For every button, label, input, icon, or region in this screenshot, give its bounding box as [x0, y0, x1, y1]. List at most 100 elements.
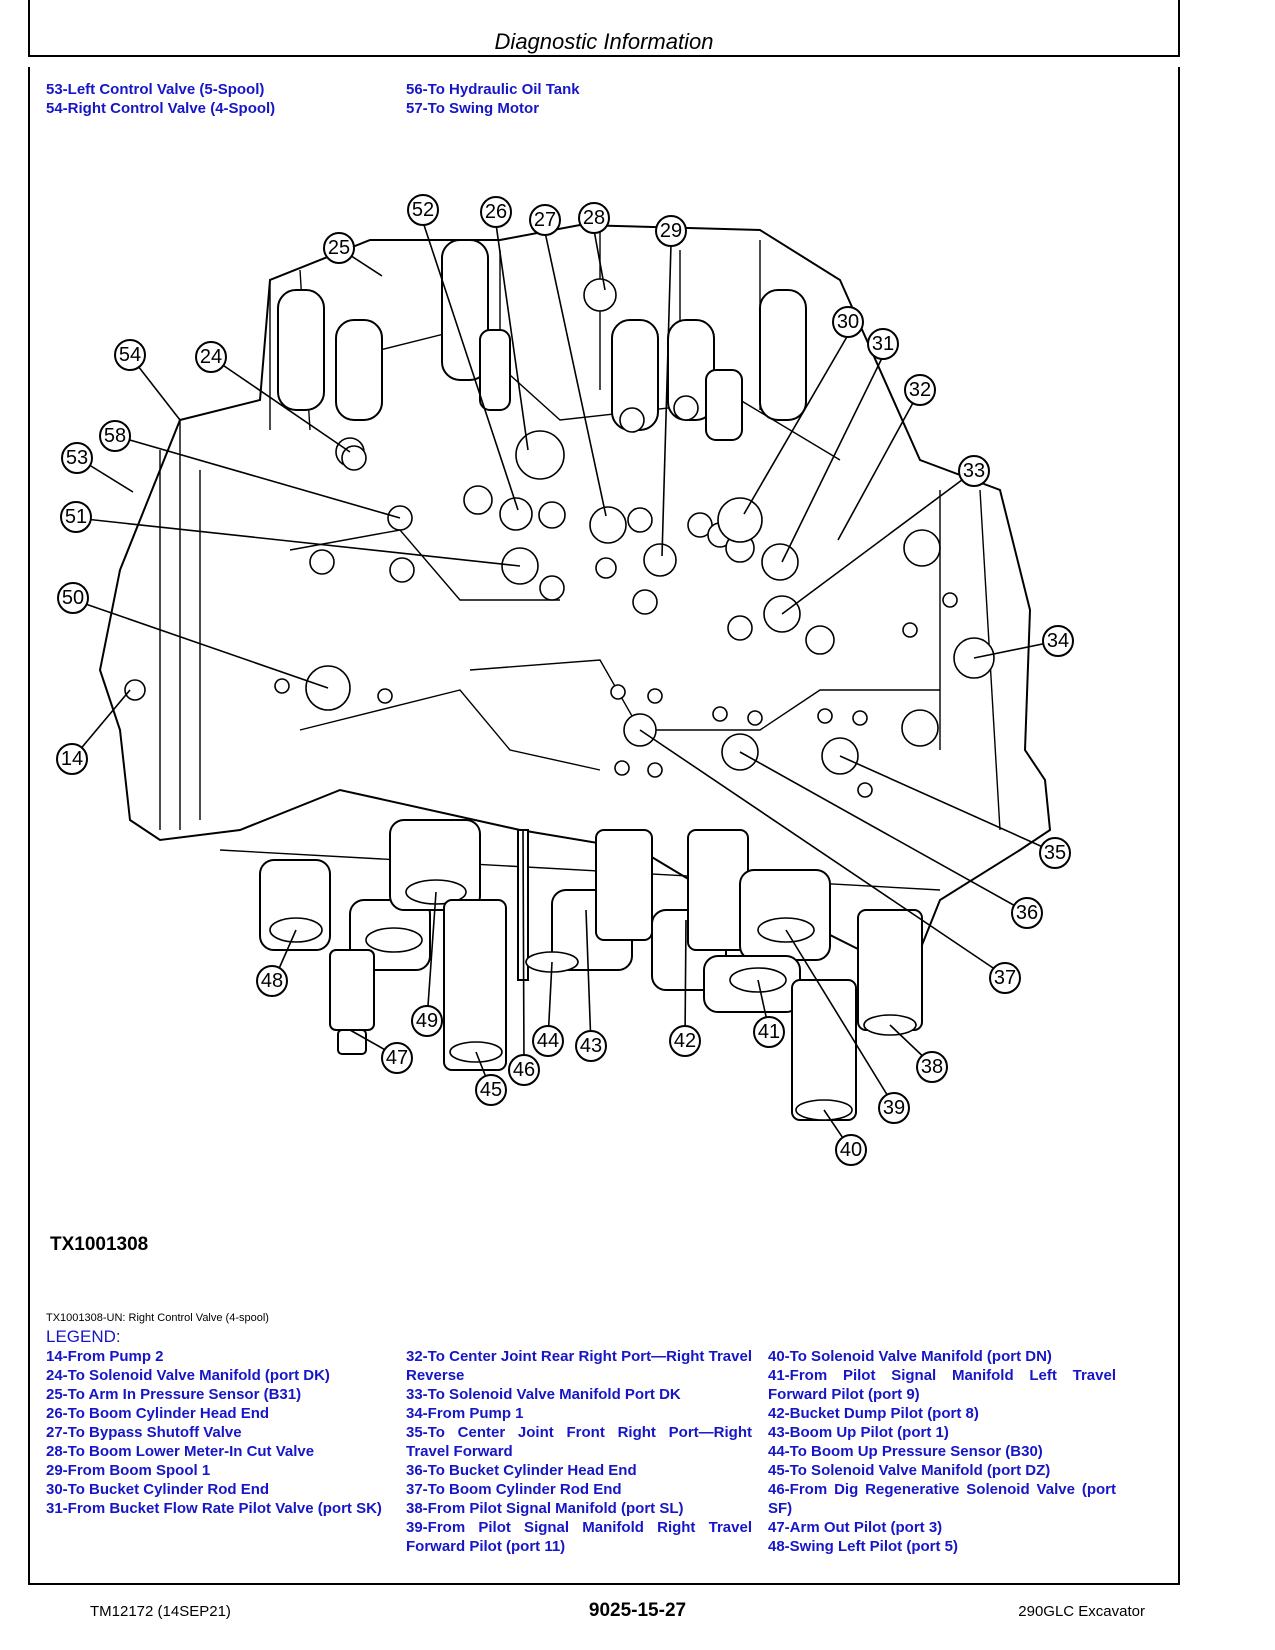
legend-item: 54-Right Control Valve (4-Spool): [46, 100, 276, 117]
legend-item: 40-To Solenoid Valve Manifold (port DN): [768, 1348, 1052, 1365]
callout-36: 36: [1011, 897, 1043, 929]
legend-item: 48-Swing Left Pilot (port 5): [768, 1538, 958, 1555]
svg-text:35: 35: [1044, 842, 1066, 864]
callout-29: 29: [655, 215, 687, 247]
svg-text:54: 54: [119, 344, 141, 366]
svg-text:28: 28: [583, 207, 605, 229]
legend-item: 31-From Bucket Flow Rate Pilot Valve (po…: [46, 1500, 382, 1517]
svg-text:30: 30: [837, 311, 859, 333]
svg-text:39: 39: [883, 1097, 905, 1119]
svg-text:27: 27: [534, 209, 556, 231]
svg-text:14: 14: [61, 748, 83, 770]
callout-32: 32: [904, 374, 936, 406]
legend-item: 25-To Arm In Pressure Sensor (B31): [46, 1386, 302, 1403]
legend-item: 56-To Hydraulic Oil Tank: [406, 81, 580, 98]
svg-text:51: 51: [65, 506, 87, 528]
footer-manual-id: TM12172 (14SEP21): [90, 1603, 231, 1620]
svg-text:41: 41: [758, 1021, 780, 1043]
legend-item: 27-To Bypass Shutoff Valve: [46, 1424, 242, 1441]
legend-item: 41-From Pilot Signal Manifold Left Trave…: [768, 1367, 1116, 1403]
footer-rule: [28, 1583, 1180, 1585]
legend-item: 35-To Center Joint Front Right Port—Righ…: [406, 1424, 752, 1460]
callout-51: 51: [60, 501, 92, 533]
callout-50: 50: [57, 582, 89, 614]
legend-item: 38-From Pilot Signal Manifold (port SL): [406, 1500, 684, 1517]
svg-text:49: 49: [416, 1010, 438, 1032]
svg-text:44: 44: [537, 1030, 559, 1052]
svg-text:43: 43: [580, 1035, 602, 1057]
svg-text:31: 31: [872, 333, 894, 355]
callout-52: 52: [407, 194, 439, 226]
svg-text:40: 40: [840, 1139, 862, 1161]
svg-text:48: 48: [261, 970, 283, 992]
svg-text:38: 38: [921, 1056, 943, 1078]
legend-col1: 14-From Pump 2 24-To Solenoid Valve Mani…: [46, 1347, 392, 1518]
footer-model: 290GLC Excavator: [1018, 1603, 1145, 1620]
legend-col3: 40-To Solenoid Valve Manifold (port DN) …: [768, 1347, 1116, 1556]
legend-item: 46-From Dig Regenerative Solenoid Valve …: [768, 1481, 1116, 1517]
callout-14: 14: [56, 743, 88, 775]
legend-item: 37-To Boom Cylinder Rod End: [406, 1481, 622, 1498]
legend-item: 28-To Boom Lower Meter-In Cut Valve: [46, 1443, 315, 1460]
svg-text:33: 33: [963, 460, 985, 482]
callout-26: 26: [480, 196, 512, 228]
svg-text:29: 29: [660, 220, 682, 242]
callout-31: 31: [867, 328, 899, 360]
svg-text:26: 26: [485, 201, 507, 223]
callout-42: 42: [669, 1025, 701, 1057]
legend-item: 24-To Solenoid Valve Manifold (port DK): [46, 1367, 330, 1384]
callout-46: 46: [508, 1054, 540, 1086]
figure-caption: TX1001308-UN: Right Control Valve (4-spo…: [46, 1312, 269, 1324]
content-frame: [28, 67, 1180, 1584]
callout-25: 25: [323, 232, 355, 264]
svg-text:50: 50: [62, 587, 84, 609]
svg-text:34: 34: [1047, 630, 1069, 652]
callout-38: 38: [916, 1051, 948, 1083]
callout-33: 33: [958, 455, 990, 487]
svg-text:53: 53: [66, 447, 88, 469]
svg-text:42: 42: [674, 1030, 696, 1052]
callout-53: 53: [61, 442, 93, 474]
callout-41: 41: [753, 1016, 785, 1048]
valve-body-drawing: [98, 223, 1052, 951]
legend-item: 44-To Boom Up Pressure Sensor (B30): [768, 1443, 1043, 1460]
callout-48: 48: [256, 965, 288, 997]
top-legend-col1: 53-Left Control Valve (5-Spool) 54-Right…: [46, 80, 275, 118]
callout-24: 24: [195, 341, 227, 373]
legend-item: 26-To Boom Cylinder Head End: [46, 1405, 270, 1422]
callout-35: 35: [1039, 837, 1071, 869]
legend-item: 57-To Swing Motor: [406, 100, 540, 117]
svg-text:52: 52: [412, 199, 434, 221]
legend-item: 36-To Bucket Cylinder Head End: [406, 1462, 637, 1479]
svg-text:46: 46: [513, 1059, 535, 1081]
page-title: Diagnostic Information: [494, 29, 714, 54]
callout-39: 39: [878, 1092, 910, 1124]
callout-49: 49: [411, 1005, 443, 1037]
callout-54: 54: [114, 339, 146, 371]
legend-item: 33-To Solenoid Valve Manifold Port DK: [406, 1386, 681, 1403]
legend-item: 14-From Pump 2: [46, 1348, 164, 1365]
fittings-cluster: [309, 395, 941, 655]
legend-item: 30-To Bucket Cylinder Rod End: [46, 1481, 270, 1498]
callout-58: 58: [99, 420, 131, 452]
svg-text:25: 25: [328, 237, 350, 259]
legend-item: 39-From Pilot Signal Manifold Right Trav…: [406, 1519, 752, 1555]
header-frame: Diagnostic Information: [28, 0, 1180, 57]
legend-item: 32-To Center Joint Rear Right Port—Right…: [406, 1348, 752, 1384]
callout-27: 27: [529, 204, 561, 236]
top-legend-col2: 56-To Hydraulic Oil Tank 57-To Swing Mot…: [406, 80, 580, 118]
control-valve-illustration: 25 52 26 27 28 29 30 31 32 33 34 35 36 3…: [56, 194, 1074, 1166]
callout-28: 28: [578, 202, 610, 234]
figure-id: TX1001308: [50, 1234, 149, 1255]
leader-lines: [72, 221, 1058, 1151]
svg-text:37: 37: [994, 967, 1016, 989]
legend-item: 53-Left Control Valve (5-Spool): [46, 81, 265, 98]
legend-item: 47-Arm Out Pilot (port 3): [768, 1519, 943, 1536]
callout-34: 34: [1042, 625, 1074, 657]
callout-37: 37: [989, 962, 1021, 994]
legend-heading: LEGEND:: [46, 1327, 121, 1346]
callout-30: 30: [832, 306, 864, 338]
svg-text:32: 32: [909, 379, 931, 401]
legend-item: 34-From Pump 1: [406, 1405, 524, 1422]
svg-text:24: 24: [200, 346, 222, 368]
